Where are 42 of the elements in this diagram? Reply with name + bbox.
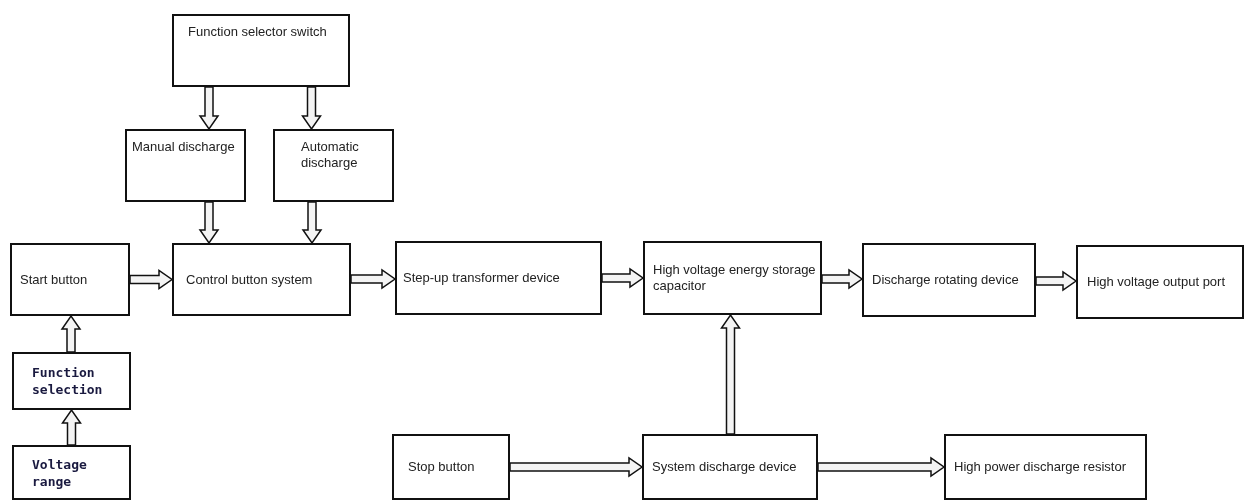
box-label: Manual discharge — [132, 139, 236, 155]
box-label: Function selector switch — [188, 24, 328, 40]
box-label: Automatic discharge — [301, 139, 360, 171]
hollow-arrow — [601, 267, 645, 289]
hollow-arrow — [720, 313, 741, 435]
process-box — [273, 129, 394, 202]
process-box — [172, 14, 350, 87]
box-label: High voltage output port — [1087, 274, 1227, 290]
process-box — [944, 434, 1147, 500]
hollow-arrow — [817, 456, 946, 478]
hollow-arrow — [301, 201, 323, 245]
process-box — [10, 243, 130, 316]
hollow-arrow — [198, 201, 220, 245]
hollow-arrow — [198, 86, 220, 131]
box-label: System discharge device — [652, 459, 798, 475]
box-label: Start button — [20, 271, 89, 288]
hollow-arrow — [301, 86, 322, 131]
process-box — [12, 352, 131, 410]
box-label: Step-up transformer device — [403, 270, 561, 286]
process-box — [172, 243, 351, 316]
hollow-arrow — [61, 408, 82, 446]
hollow-arrow — [821, 268, 864, 290]
process-box — [395, 241, 602, 315]
process-box — [125, 129, 246, 202]
hollow-arrow — [350, 268, 397, 290]
hollow-arrow — [60, 314, 82, 353]
process-box — [12, 445, 131, 500]
box-label: High voltage energy storage capacitor — [653, 262, 816, 294]
hollow-arrow — [1035, 270, 1078, 292]
process-box — [643, 241, 822, 315]
process-box — [862, 243, 1036, 317]
box-label: High power discharge resistor — [954, 459, 1127, 475]
box-label: Discharge rotating device — [872, 272, 1020, 288]
box-label: Function selection — [32, 364, 104, 398]
hollow-arrow — [129, 269, 174, 290]
box-label: Voltage range — [32, 455, 88, 490]
box-label: Stop button — [408, 459, 476, 475]
process-box — [1076, 245, 1244, 319]
process-box — [642, 434, 818, 500]
box-label: Control button system — [186, 271, 314, 288]
process-box — [392, 434, 510, 500]
hollow-arrow — [509, 456, 644, 478]
